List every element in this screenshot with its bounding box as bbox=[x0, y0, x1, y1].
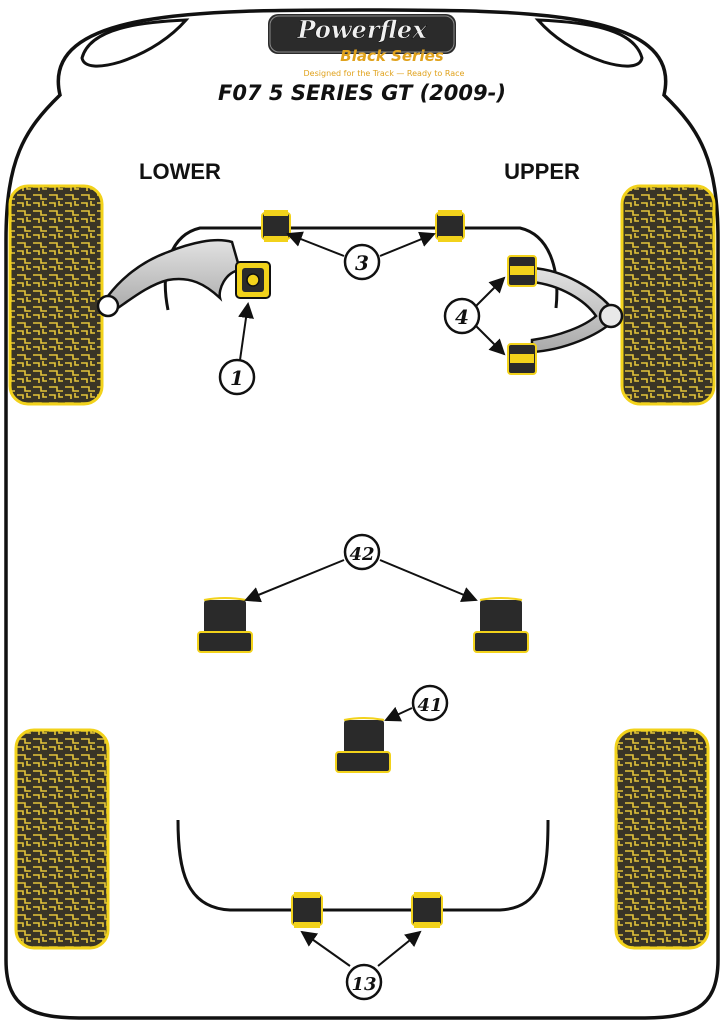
lower-control-arm bbox=[106, 238, 242, 315]
callout-arrows bbox=[238, 231, 506, 967]
lower-label: LOWER bbox=[139, 159, 221, 184]
callout-41: 41 bbox=[411, 684, 449, 722]
rear-right-tyre bbox=[614, 728, 710, 950]
front-right-tyre bbox=[620, 184, 716, 406]
differential-bush bbox=[335, 717, 391, 773]
upper-label: UPPER bbox=[504, 159, 580, 184]
left-window-outline bbox=[80, 18, 190, 68]
upper-wishbone-bush-front bbox=[507, 255, 537, 287]
rear-left-tyre bbox=[14, 728, 110, 950]
front-left-tyre bbox=[8, 184, 104, 406]
model-title: F07 5 SERIES GT (2009-) bbox=[218, 81, 506, 105]
callout-13: 13 bbox=[345, 963, 383, 1001]
callout-13-label: 13 bbox=[351, 974, 376, 995]
upper-wishbone-ball-joint bbox=[598, 303, 624, 329]
subframe-bush-left bbox=[197, 597, 253, 653]
callout-4-label: 4 bbox=[455, 305, 469, 329]
subframe-bush-right bbox=[473, 597, 529, 653]
callout-3-label: 3 bbox=[355, 251, 369, 275]
car-body-outline bbox=[4, 8, 720, 1020]
powerflex-logo: Powerflex Black Series Designed for the … bbox=[268, 14, 465, 78]
lower-arm-ball-joint bbox=[96, 294, 120, 318]
rear-arb-bush-left bbox=[291, 892, 323, 928]
callout-4: 4 bbox=[443, 297, 481, 335]
front-arb-bush-left bbox=[261, 210, 291, 242]
right-window-outline bbox=[534, 18, 644, 68]
logo-text: Powerflex bbox=[296, 15, 427, 44]
callout-42: 42 bbox=[343, 533, 381, 571]
upper-wishbone-bush-rear bbox=[507, 343, 537, 375]
series-text: Black Series bbox=[340, 47, 443, 65]
callout-1-label: 1 bbox=[230, 366, 244, 390]
callout-42-label: 42 bbox=[349, 544, 374, 565]
lower-arm-rear-bush bbox=[235, 261, 271, 299]
callout-1: 1 bbox=[218, 358, 256, 396]
callout-41-label: 41 bbox=[417, 695, 442, 716]
callout-3: 3 bbox=[343, 243, 381, 281]
rear-anti-roll-bar bbox=[176, 819, 550, 912]
rear-arb-bush-right bbox=[411, 892, 443, 928]
front-arb-bush-right bbox=[435, 210, 465, 242]
tagline-text: Designed for the Track — Ready to Race bbox=[304, 69, 465, 78]
